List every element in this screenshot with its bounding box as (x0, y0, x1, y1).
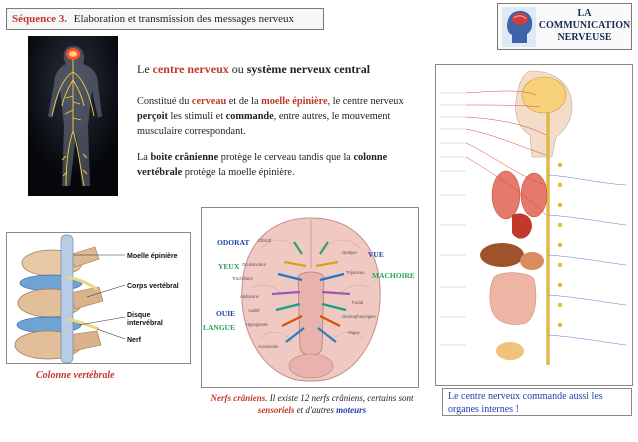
svg-text:Abducens: Abducens (240, 294, 259, 299)
svg-text:Auditif: Auditif (248, 308, 260, 313)
svg-text:Accessoire: Accessoire (258, 344, 279, 349)
sense-odorat: ODORAT (217, 238, 249, 247)
spine-caption: Colonne vertébrale (36, 370, 115, 381)
sense-vue: VUE (368, 250, 384, 259)
sequence-header: Séquence 3. Elaboration et transmission … (6, 8, 324, 30)
cranial-nerves-caption: Nerfs crâniens. Il existe 12 nerfs crâni… (210, 393, 414, 415)
section-title: Le centre nerveux ou système nerveux cen… (137, 62, 371, 76)
sense-langue: LANGUE (203, 323, 235, 332)
vertebra-middle (17, 286, 104, 318)
sequence-number: Séquence 3. (12, 13, 67, 25)
svg-text:Vague: Vague (348, 330, 360, 335)
organs-note: Le centre nerveux commande aussi les org… (442, 388, 632, 416)
svg-text:Trochléaire: Trochléaire (232, 276, 253, 281)
svg-text:Facial: Facial (352, 300, 363, 305)
title-snc: système nerveux central (246, 62, 371, 76)
sense-ouie: OUIE (216, 309, 235, 318)
vertebra-bottom (14, 330, 102, 360)
svg-text:Optique: Optique (342, 250, 357, 255)
topic-badge: LA COMMUNICATION NERVEUSE (497, 3, 632, 50)
svg-text:Olfactif: Olfactif (258, 238, 272, 243)
cranial-nerves-figure: Olfactif Optique Oculomoteur Trijumeau T… (201, 207, 419, 388)
vertebra-top (21, 246, 100, 277)
badge-text: LA COMMUNICATION NERVEUSE (538, 8, 631, 43)
sense-yeux: YEUX (218, 262, 240, 271)
organs-nerves-figure (435, 64, 633, 386)
title-centre-nerveux: centre nerveux (152, 62, 229, 76)
nervous-system-figure (28, 36, 118, 196)
sequence-title: Elaboration et transmission des messages… (73, 13, 295, 25)
label-moelle: Moelle épinière (127, 253, 178, 260)
sense-machoire: MACHOIRE (372, 271, 415, 280)
label-corps: Corps vertébral (127, 283, 179, 290)
svg-text:Hypoglosse: Hypoglosse (246, 322, 269, 327)
paragraph-definition: Constitué du cerveau et de la moelle épi… (137, 96, 404, 137)
paragraph-protection: La boite crânienne protège le cerveau ta… (137, 152, 388, 178)
head-brain-icon (502, 7, 536, 47)
svg-text:Trijumeau: Trijumeau (346, 270, 365, 275)
label-nerf: Nerf (127, 337, 142, 344)
svg-text:Glossopharyngien: Glossopharyngien (342, 314, 376, 319)
svg-text:Oculomoteur: Oculomoteur (242, 262, 267, 267)
